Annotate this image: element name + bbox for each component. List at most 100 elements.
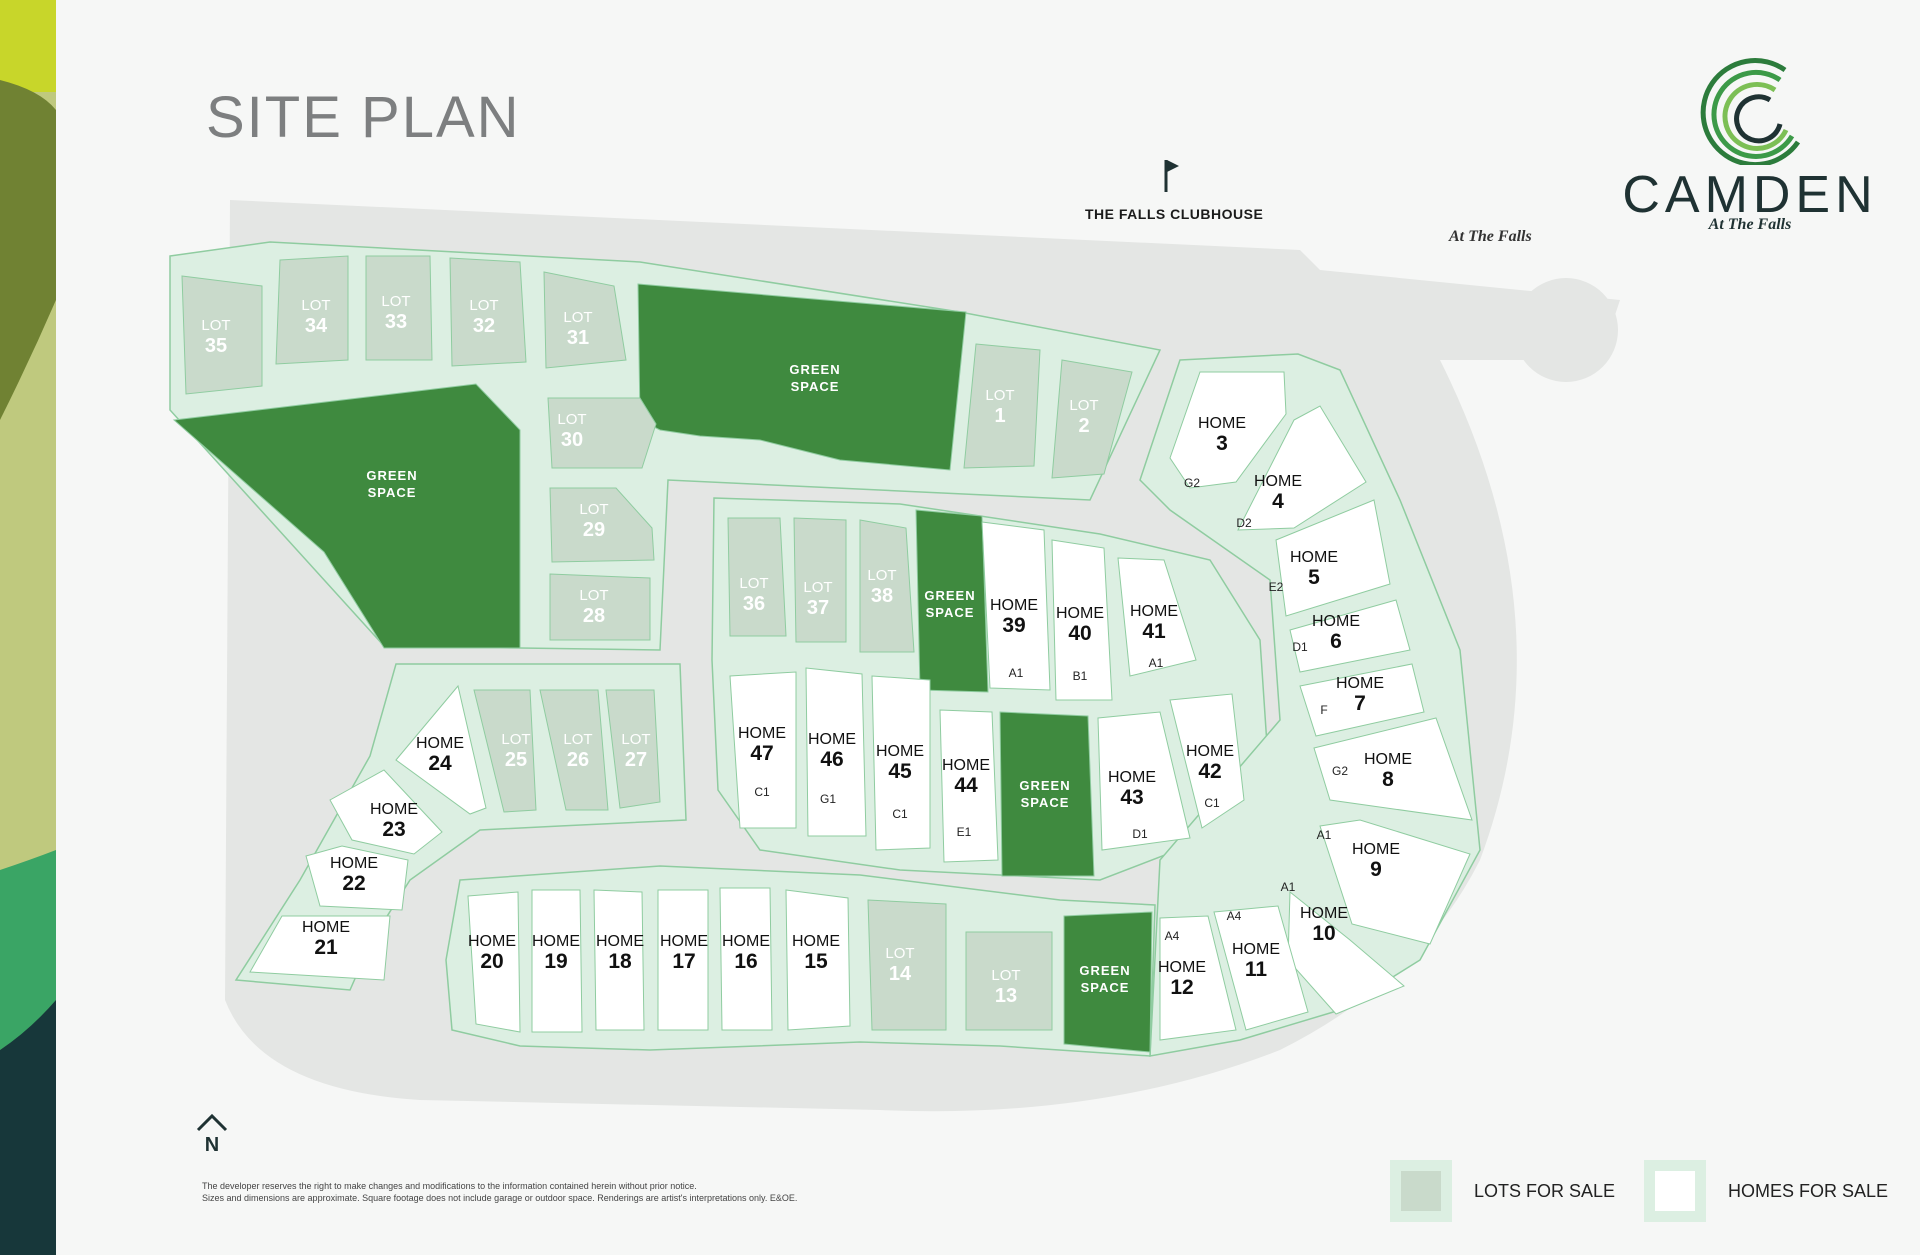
home-7[interactable]	[1299, 663, 1425, 737]
home-21[interactable]	[249, 915, 391, 981]
home-8[interactable]	[1313, 717, 1473, 821]
home-plan-code: D1	[1292, 640, 1308, 654]
home-word-label: HOME	[660, 933, 708, 950]
home-17[interactable]	[657, 889, 709, 1031]
home-24[interactable]	[395, 684, 487, 815]
green-space-label: SPACE	[1081, 980, 1130, 995]
home-plan-code: G2	[1184, 476, 1200, 490]
home-44[interactable]	[939, 709, 999, 863]
home-plan-code: A4	[1227, 909, 1242, 923]
home-word-label: HOME	[596, 933, 644, 950]
lot-28[interactable]	[549, 573, 651, 641]
home-plan-code: A1	[1009, 666, 1024, 680]
green-space-label: SPACE	[1021, 795, 1070, 810]
home-plan-code: C1	[754, 785, 770, 799]
lot-34[interactable]	[275, 255, 349, 365]
home-47[interactable]	[729, 671, 797, 829]
clubhouse-label: THE FALLS CLUBHOUSE	[1085, 206, 1264, 222]
home-46[interactable]	[805, 667, 867, 837]
home-number-label: 45	[888, 760, 912, 783]
brand-subtitle: At The Falls	[1708, 216, 1792, 233]
lot-35[interactable]	[181, 275, 263, 395]
home-number-label: 39	[1002, 614, 1025, 637]
home-15[interactable]	[785, 889, 851, 1031]
home-19[interactable]	[531, 889, 583, 1033]
green-space-west[interactable]	[172, 383, 521, 649]
lot-26[interactable]	[539, 689, 609, 811]
home-42[interactable]	[1169, 693, 1245, 829]
lot-37[interactable]	[793, 517, 847, 643]
lot-31[interactable]	[543, 271, 627, 369]
lot-13[interactable]	[965, 931, 1053, 1031]
home-word-label: HOME	[876, 743, 924, 760]
home-22[interactable]	[305, 845, 409, 911]
home-6[interactable]	[1289, 599, 1411, 673]
home-word-label: HOME	[1290, 549, 1338, 566]
green-space-label: GREEN	[789, 362, 840, 377]
home-3[interactable]	[1169, 371, 1287, 489]
green-space-center[interactable]	[915, 509, 989, 693]
lot-33[interactable]	[365, 255, 433, 361]
home-45[interactable]	[871, 675, 931, 851]
north-label: N	[204, 1134, 220, 1156]
lot-word-label: LOT	[991, 967, 1020, 984]
home-4[interactable]	[1237, 405, 1367, 531]
lot-38[interactable]	[859, 519, 915, 653]
lot-25[interactable]	[473, 689, 537, 813]
home-number-label: 21	[314, 936, 338, 959]
home-41[interactable]	[1117, 557, 1197, 677]
lot-word-label: LOT	[563, 731, 592, 748]
home-9[interactable]	[1319, 819, 1471, 945]
north-arrow-icon	[196, 1113, 228, 1132]
disclaimer-line: Sizes and dimensions are approximate. Sq…	[202, 1193, 798, 1203]
green-space-mid[interactable]	[999, 711, 1095, 877]
lot-word-label: LOT	[739, 575, 768, 592]
home-43[interactable]	[1097, 711, 1191, 851]
lot-29[interactable]	[549, 487, 655, 563]
brand-name: CAMDEN	[1622, 166, 1878, 224]
lot-36[interactable]	[727, 517, 787, 637]
lot-32[interactable]	[449, 257, 527, 367]
green-space-south[interactable]	[1063, 911, 1153, 1053]
lot-number-label: 32	[473, 315, 495, 337]
lot-1[interactable]	[963, 343, 1041, 469]
lot-14[interactable]	[867, 899, 947, 1031]
home-18[interactable]	[593, 889, 645, 1031]
home-number-label: 41	[1142, 620, 1166, 643]
decorative-sidebar	[0, 0, 56, 1255]
home-16[interactable]	[719, 887, 773, 1031]
home-11[interactable]	[1213, 905, 1309, 1031]
lot-27[interactable]	[605, 689, 661, 809]
lot-number-label: 26	[567, 749, 589, 771]
home-word-label: HOME	[1300, 905, 1348, 922]
home-swatch	[1644, 1160, 1706, 1222]
lot-30[interactable]	[547, 397, 657, 469]
home-12[interactable]	[1159, 915, 1237, 1041]
home-word-label: HOME	[302, 919, 350, 936]
lot-swatch	[1390, 1160, 1452, 1222]
lot-word-label: LOT	[803, 579, 832, 596]
lot-word-label: LOT	[557, 411, 586, 428]
home-word-label: HOME	[1364, 751, 1412, 768]
home-number-label: 6	[1330, 630, 1342, 653]
home-word-label: HOME	[1312, 613, 1360, 630]
home-5[interactable]	[1275, 499, 1391, 617]
home-20[interactable]	[467, 891, 521, 1033]
home-number-label: 4	[1272, 490, 1284, 513]
home-39[interactable]	[981, 521, 1051, 691]
lot-number-label: 37	[807, 597, 829, 619]
home-word-label: HOME	[1198, 415, 1246, 432]
home-23[interactable]	[329, 769, 443, 855]
lot-number-label: 29	[583, 519, 605, 541]
home-word-label: HOME	[330, 855, 378, 872]
home-number-label: 20	[480, 950, 503, 973]
home-number-label: 40	[1068, 622, 1091, 645]
lot-2[interactable]	[1051, 359, 1133, 479]
green-space-label: GREEN	[924, 588, 975, 603]
lot-word-label: LOT	[301, 297, 330, 314]
home-number-label: 44	[954, 774, 978, 797]
home-number-label: 43	[1120, 786, 1143, 809]
lot-number-label: 31	[567, 327, 589, 349]
home-40[interactable]	[1051, 539, 1113, 701]
